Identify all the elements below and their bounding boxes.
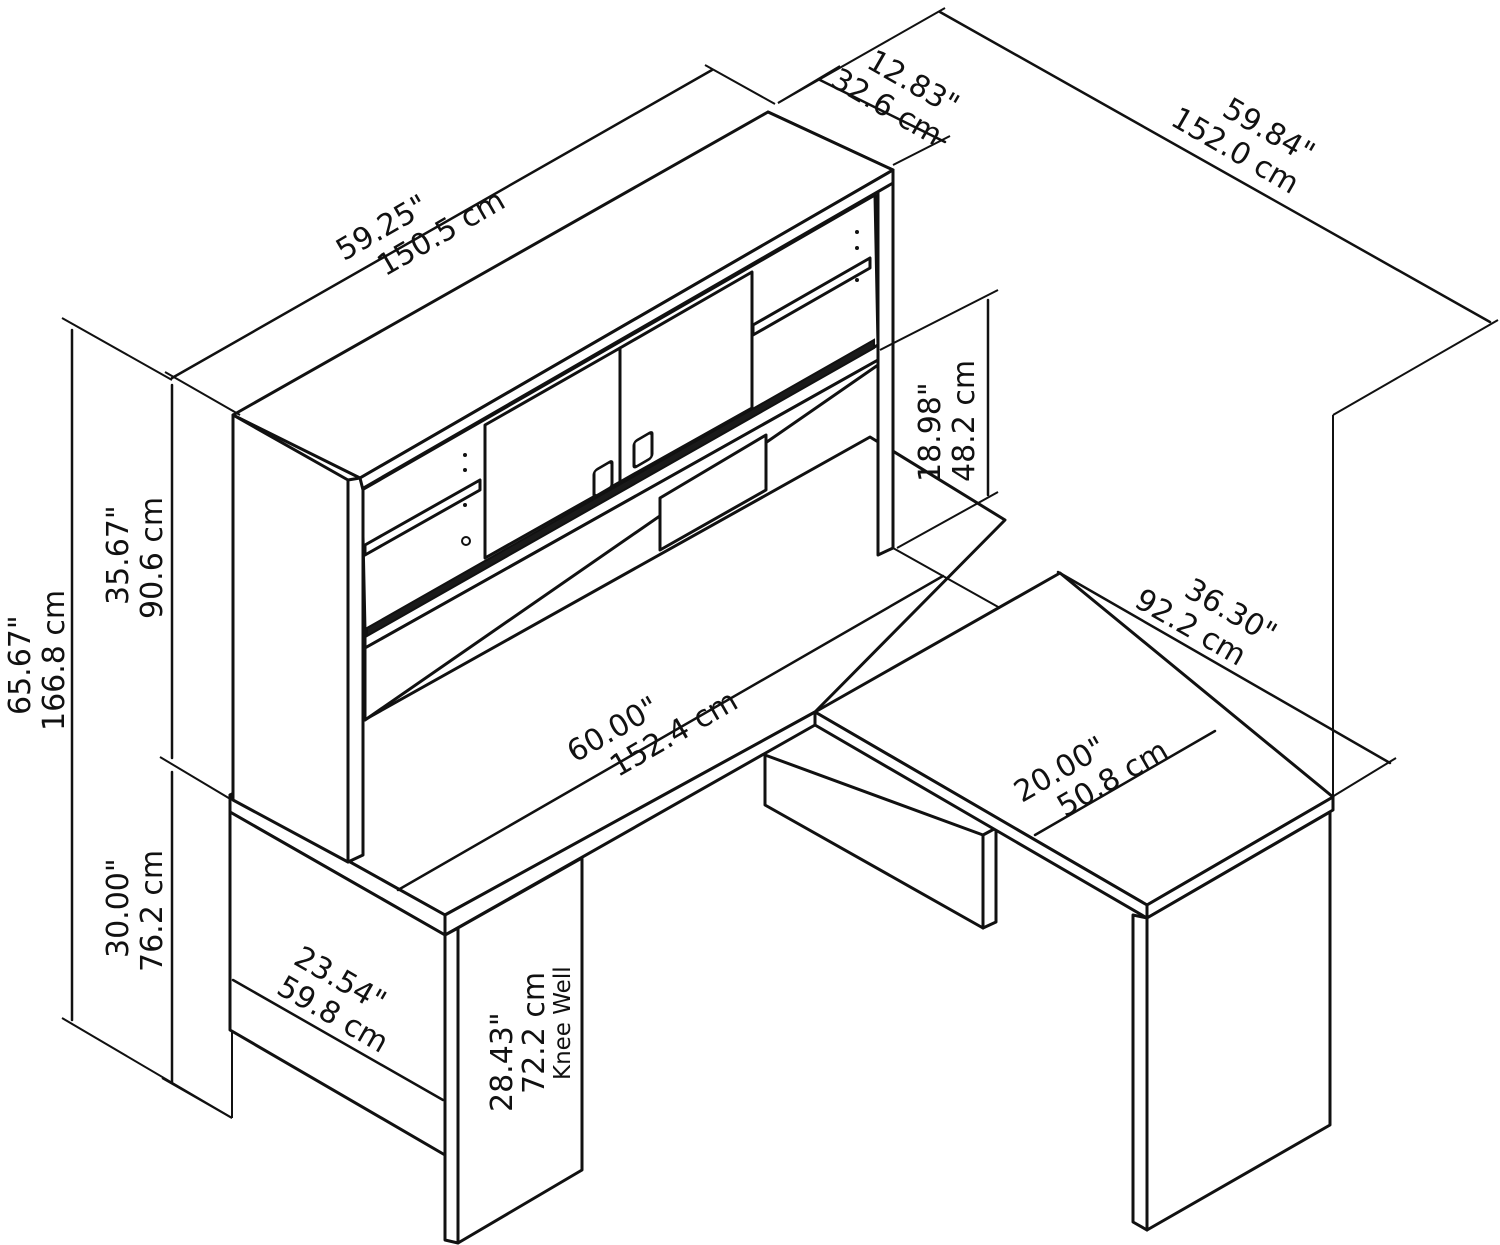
hutch-door-right [618, 270, 754, 484]
label-knee-well-in: 28.43" [485, 1012, 520, 1112]
door-handle-icon [592, 460, 614, 498]
return-desk [763, 571, 1335, 1232]
label-hutch-height-cm: 90.6 cm [135, 497, 170, 619]
label-shelf-clearance-in: 18.98" [913, 382, 948, 482]
desk-front-end-panel [443, 926, 460, 1245]
return-end-panel [1131, 913, 1149, 1232]
hutch-right-side [876, 168, 895, 557]
label-hutch-height-in: 35.67" [101, 505, 136, 605]
label-overall-height-cm: 166.8 cm [37, 590, 72, 731]
label-desk-height-in: 30.00" [101, 858, 136, 958]
label-overall-height-in: 65.67" [3, 615, 38, 715]
dimension-labels: 59.25" 150.5 cm 12.83" 32.6 cm 59.84" 15… [3, 43, 1321, 1112]
hutch-left-side [231, 413, 350, 864]
door-handle-icon [632, 431, 654, 469]
label-knee-well-text: Knee Well [550, 966, 576, 1080]
dimension-lines [61, 7, 1499, 1167]
label-knee-well-cm: 72.2 cm [517, 972, 552, 1094]
label-desk-height-cm: 76.2 cm [135, 850, 170, 972]
label-shelf-clearance-cm: 48.2 cm [947, 360, 982, 482]
hutch [231, 110, 895, 864]
shelf-pin-holes [461, 230, 859, 546]
